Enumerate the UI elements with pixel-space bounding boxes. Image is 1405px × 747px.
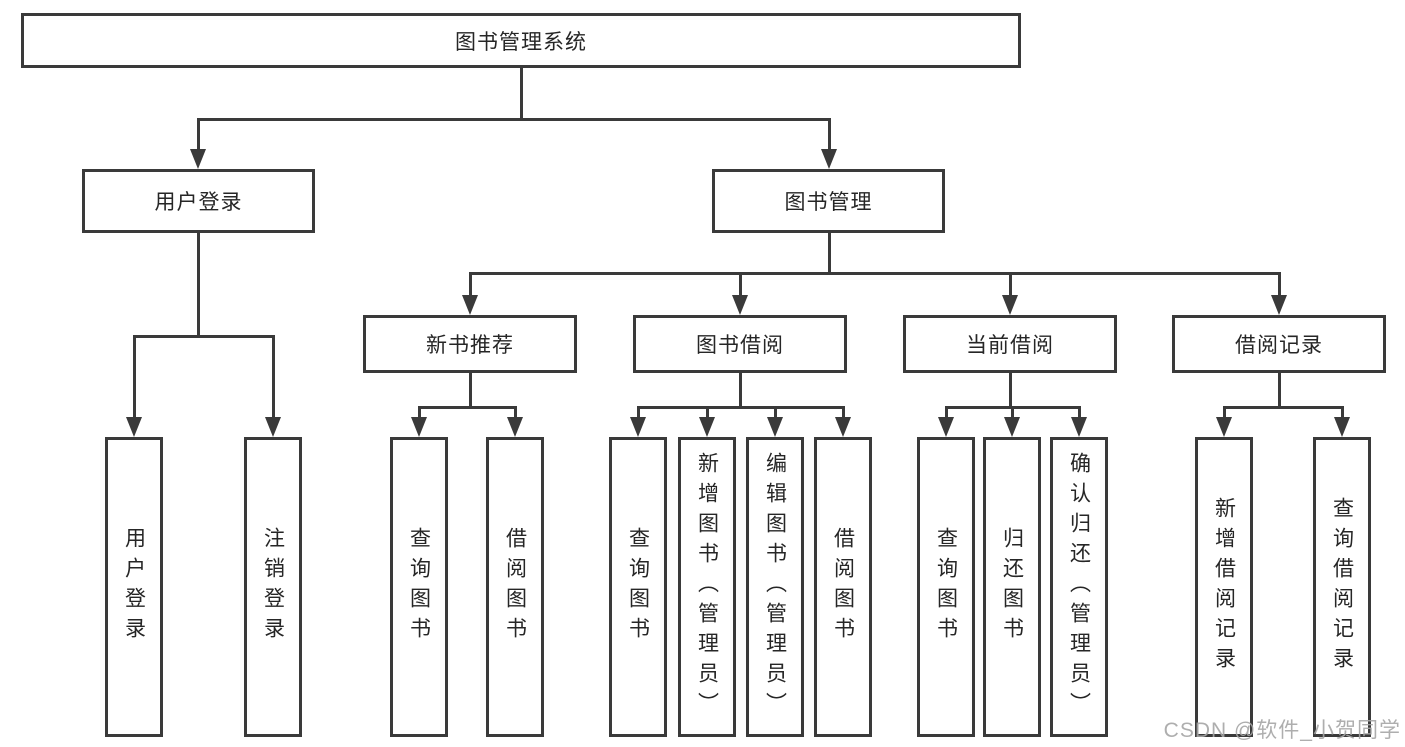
connector-line	[272, 335, 275, 418]
node-new-book-recommend: 新书推荐	[363, 315, 577, 373]
arrow-down-icon	[265, 417, 281, 437]
node-root: 图书管理系统	[21, 13, 1021, 68]
connector-line	[469, 272, 1281, 275]
node-borrowing-records: 借阅记录	[1172, 315, 1386, 373]
leaf-borrowing-query-books: 查询图书	[609, 437, 667, 737]
connector-line	[469, 272, 472, 296]
connector-line	[1223, 406, 1344, 409]
connector-line	[197, 118, 831, 121]
connector-line	[418, 406, 517, 409]
connector-line	[739, 373, 742, 406]
node-book-borrowing-label: 图书借阅	[696, 334, 784, 357]
connector-line	[842, 406, 845, 418]
connector-line	[133, 335, 136, 418]
leaf-recommend-query-books-label: 查询图书	[407, 527, 431, 647]
arrow-down-icon	[821, 149, 837, 169]
leaf-add-borrow-record: 新增借阅记录	[1195, 437, 1253, 737]
connector-line	[1223, 406, 1226, 418]
arrow-down-icon	[126, 417, 142, 437]
leaf-add-books-admin-label: 新增图书（管理员）	[695, 452, 719, 722]
leaf-return-books: 归还图书	[983, 437, 1041, 737]
arrow-down-icon	[411, 417, 427, 437]
leaf-query-borrow-record-label: 查询借阅记录	[1330, 497, 1354, 677]
arrow-down-icon	[1004, 417, 1020, 437]
arrow-down-icon	[938, 417, 954, 437]
connector-line	[197, 233, 200, 335]
connector-line	[418, 406, 421, 418]
leaf-return-books-label: 归还图书	[1000, 527, 1024, 647]
leaf-current-query-books: 查询图书	[917, 437, 975, 737]
leaf-logout: 注销登录	[244, 437, 302, 737]
connector-line	[945, 406, 948, 418]
connector-line	[1011, 406, 1014, 418]
connector-line	[637, 406, 845, 409]
csdn-watermark: CSDN @软件_小贺同学	[1163, 719, 1401, 742]
connector-line	[774, 406, 777, 418]
node-user-login-label: 用户登录	[154, 191, 243, 214]
connector-line	[1278, 373, 1281, 406]
arrow-down-icon	[835, 417, 851, 437]
connector-line	[739, 272, 742, 296]
leaf-user-login-label: 用户登录	[122, 527, 146, 647]
connector-line	[828, 118, 831, 151]
leaf-user-login: 用户登录	[105, 437, 163, 737]
leaf-confirm-return-admin-label: 确认归还（管理员）	[1067, 452, 1091, 722]
arrow-down-icon	[767, 417, 783, 437]
node-new-book-recommend-label: 新书推荐	[426, 334, 514, 357]
leaf-borrowing-borrow-books: 借阅图书	[814, 437, 872, 737]
node-root-label: 图书管理系统	[455, 30, 587, 54]
node-current-borrowing-label: 当前借阅	[966, 334, 1054, 357]
arrow-down-icon	[462, 295, 478, 315]
arrow-down-icon	[732, 295, 748, 315]
node-borrowing-records-label: 借阅记录	[1235, 334, 1323, 357]
connector-line	[637, 406, 640, 418]
arrow-down-icon	[1216, 417, 1232, 437]
leaf-edit-books-admin-label: 编辑图书（管理员）	[763, 452, 787, 722]
arrow-down-icon	[630, 417, 646, 437]
arrow-down-icon	[1071, 417, 1087, 437]
connector-line	[514, 406, 517, 418]
connector-line	[1009, 373, 1012, 406]
arrow-down-icon	[1334, 417, 1350, 437]
arrow-down-icon	[190, 149, 206, 169]
arrow-down-icon	[507, 417, 523, 437]
connector-line	[1009, 272, 1012, 296]
leaf-edit-books-admin: 编辑图书（管理员）	[746, 437, 804, 737]
node-book-management-label: 图书管理	[784, 191, 873, 214]
leaf-borrowing-query-books-label: 查询图书	[626, 527, 650, 647]
arrow-down-icon	[1271, 295, 1287, 315]
leaf-add-books-admin: 新增图书（管理员）	[678, 437, 736, 737]
connector-line	[1078, 406, 1081, 418]
leaf-recommend-borrow-books-label: 借阅图书	[503, 527, 527, 647]
node-book-management: 图书管理	[712, 169, 945, 233]
connector-line	[133, 335, 275, 338]
arrow-down-icon	[699, 417, 715, 437]
node-book-borrowing: 图书借阅	[633, 315, 847, 373]
leaf-recommend-query-books: 查询图书	[390, 437, 448, 737]
leaf-query-borrow-record: 查询借阅记录	[1313, 437, 1371, 737]
leaf-confirm-return-admin: 确认归还（管理员）	[1050, 437, 1108, 737]
connector-line	[469, 373, 472, 406]
leaf-add-borrow-record-label: 新增借阅记录	[1212, 497, 1236, 677]
connector-line	[706, 406, 709, 418]
connector-line	[197, 118, 200, 151]
connector-line	[828, 233, 831, 272]
leaf-recommend-borrow-books: 借阅图书	[486, 437, 544, 737]
connector-line	[520, 68, 523, 118]
leaf-current-query-books-label: 查询图书	[934, 527, 958, 647]
node-user-login: 用户登录	[82, 169, 315, 233]
leaf-logout-label: 注销登录	[261, 527, 285, 647]
connector-line	[1341, 406, 1344, 418]
leaf-borrowing-borrow-books-label: 借阅图书	[831, 527, 855, 647]
arrow-down-icon	[1002, 295, 1018, 315]
node-current-borrowing: 当前借阅	[903, 315, 1117, 373]
connector-line	[1278, 272, 1281, 296]
